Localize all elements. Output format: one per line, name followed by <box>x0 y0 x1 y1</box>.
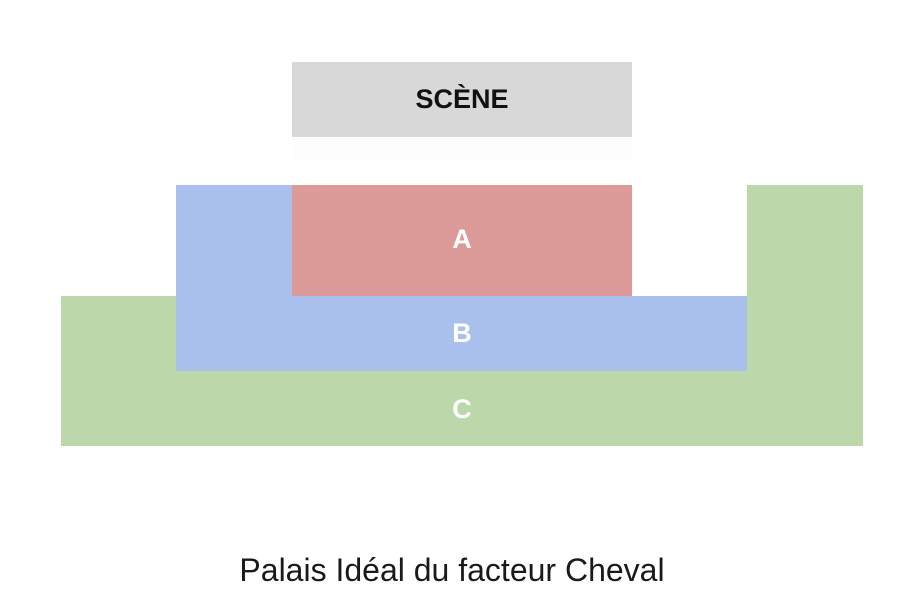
section-a-label: A <box>452 224 472 254</box>
section-c-right-wing[interactable] <box>747 185 863 296</box>
section-c-label: C <box>452 394 472 424</box>
stage-apron <box>292 137 632 160</box>
section-b[interactable] <box>176 296 747 371</box>
stage-label: SCÈNE <box>415 84 509 114</box>
venue-title: Palais Idéal du facteur Cheval <box>239 552 665 588</box>
section-b-label: B <box>452 318 472 348</box>
stage: SCÈNE <box>292 62 632 137</box>
section-b-left-wing[interactable] <box>176 185 292 296</box>
section-a[interactable] <box>292 185 632 296</box>
